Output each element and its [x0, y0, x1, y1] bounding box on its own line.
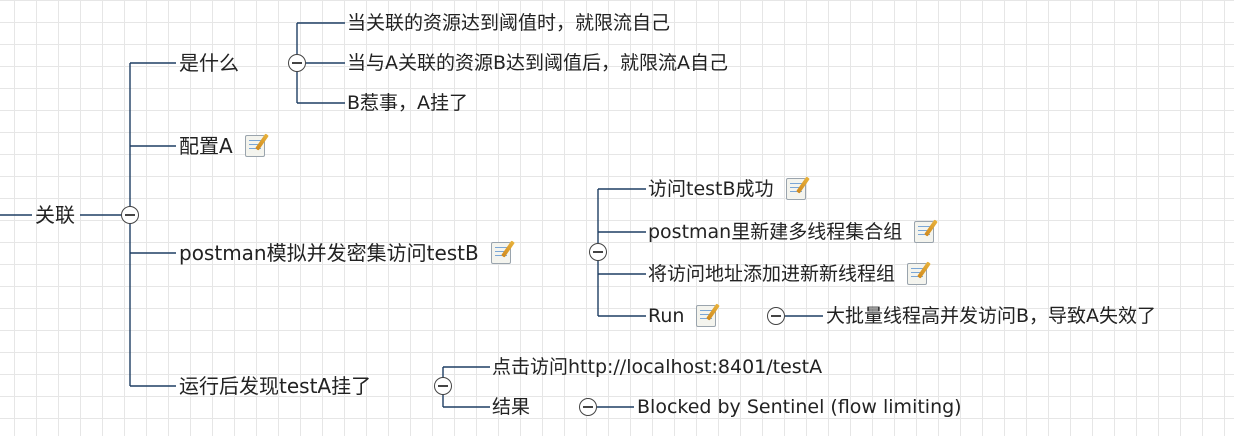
- collapse-toggle-icon[interactable]: [589, 243, 607, 261]
- collapse-toggle-icon[interactable]: [579, 398, 597, 416]
- note-icon[interactable]: [490, 242, 511, 264]
- note-icon[interactable]: [244, 135, 265, 157]
- leaf-label: 将访问地址添加进新新线程组: [648, 263, 896, 285]
- collapse-toggle-icon[interactable]: [288, 54, 306, 72]
- leaf-label: B惹事，A挂了: [347, 92, 469, 114]
- leaf-node[interactable]: 将访问地址添加进新新线程组: [648, 262, 928, 286]
- branch-config-a[interactable]: 配置A: [179, 134, 265, 158]
- leaf-node[interactable]: 点击访问http://localhost:8401/testA: [492, 355, 822, 379]
- branch-label: 配置A: [179, 134, 233, 158]
- leaf-label: postman里新建多线程集合组: [648, 221, 903, 243]
- leaf-label: 当与A关联的资源B达到阈值后，就限流A自己: [347, 52, 729, 74]
- leaf-label: 当关联的资源达到阈值时，就限流自己: [347, 12, 671, 34]
- leaf-node-result[interactable]: 结果: [492, 395, 530, 419]
- branch-label: postman模拟并发密集访问testB: [179, 241, 479, 265]
- note-icon[interactable]: [785, 178, 806, 200]
- branch-postman[interactable]: postman模拟并发密集访问testB: [179, 241, 511, 265]
- root-node[interactable]: 关联: [35, 203, 75, 227]
- note-icon[interactable]: [907, 263, 928, 285]
- branch-label: 运行后发现testA挂了: [179, 374, 372, 398]
- leaf-label: 结果: [492, 396, 531, 418]
- leaf-label: 大批量线程高并发访问B，导致A失效了: [826, 305, 1157, 327]
- leaf-node[interactable]: 访问testB成功: [648, 177, 806, 201]
- collapse-toggle-icon[interactable]: [121, 206, 139, 224]
- note-icon[interactable]: [914, 221, 935, 243]
- branch-what-is-it[interactable]: 是什么: [179, 51, 239, 75]
- collapse-toggle-icon[interactable]: [767, 307, 785, 325]
- root-label: 关联: [35, 203, 75, 227]
- collapse-toggle-icon[interactable]: [434, 377, 452, 395]
- leaf-node[interactable]: postman里新建多线程集合组: [648, 220, 935, 244]
- leaf-node[interactable]: 当与A关联的资源B达到阈值后，就限流A自己: [347, 51, 728, 75]
- branch-after-run[interactable]: 运行后发现testA挂了: [179, 374, 371, 398]
- branch-label: 是什么: [179, 51, 239, 75]
- leaf-node[interactable]: B惹事，A挂了: [347, 91, 468, 115]
- leaf-label: Blocked by Sentinel (flow limiting): [637, 396, 962, 418]
- leaf-label: 点击访问http://localhost:8401/testA: [492, 356, 823, 378]
- run-result-node[interactable]: 大批量线程高并发访问B，导致A失效了: [826, 304, 1156, 328]
- note-icon[interactable]: [696, 305, 717, 327]
- leaf-label: 访问testB成功: [648, 178, 774, 200]
- leaf-node[interactable]: 当关联的资源达到阈值时，就限流自己: [347, 11, 670, 35]
- leaf-label: Run: [648, 305, 685, 327]
- leaf-node-run[interactable]: Run: [648, 304, 717, 328]
- result-value-node[interactable]: Blocked by Sentinel (flow limiting): [637, 395, 962, 419]
